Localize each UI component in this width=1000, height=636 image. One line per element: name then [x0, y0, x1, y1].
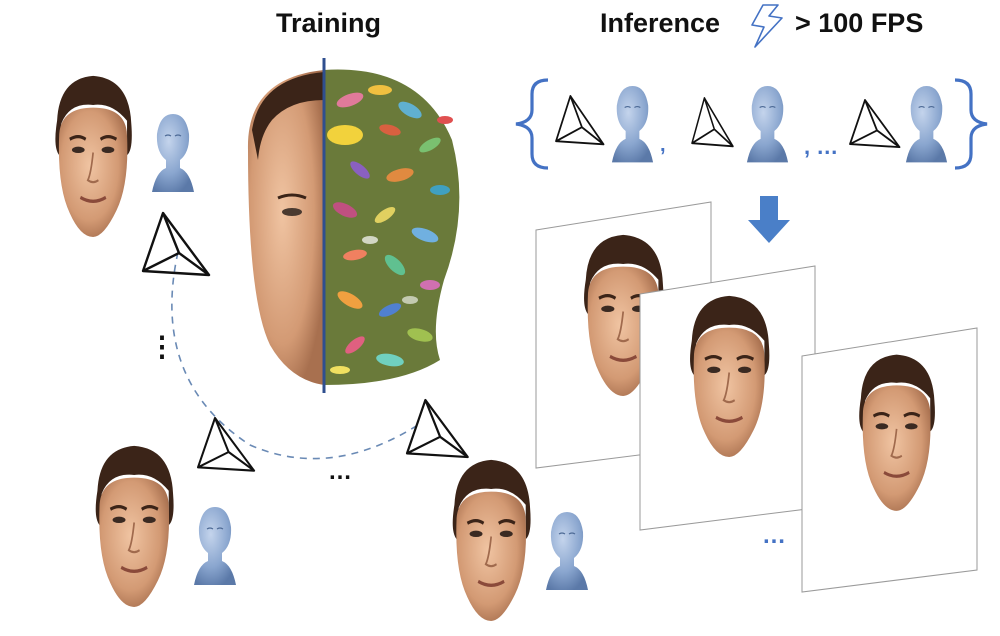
inference-frames-ellipsis: …: [762, 522, 786, 549]
face-image: [94, 444, 176, 609]
inference-camera-pair-3: [849, 85, 948, 163]
rendered-frame-2: [639, 265, 816, 531]
central-head-reconstruction: [247, 58, 460, 393]
head-bust-icon: [193, 506, 237, 586]
fps-label: > 100 FPS: [795, 8, 924, 38]
training-bottom-ellipsis: …: [328, 458, 352, 485]
lightning-icon: [751, 4, 783, 48]
gaussian-splat-half: [324, 69, 460, 385]
camera-icon: [196, 416, 256, 472]
face-image: [53, 74, 134, 239]
camera-icon: [405, 398, 469, 459]
head-bust-icon: [545, 511, 589, 591]
right-curly-bracket: [954, 78, 988, 170]
training-title: Training: [276, 8, 382, 38]
rendered-frame-3: [801, 327, 978, 593]
camera-icon: [555, 95, 605, 146]
face-image: [451, 458, 533, 623]
head-bust-icon: [746, 85, 789, 163]
training-left-ellipsis: ⋮: [148, 331, 176, 362]
head-bust-icon: [151, 113, 195, 193]
photo-half: [247, 70, 324, 385]
camera-icon: [691, 97, 734, 148]
inference-title: Inference: [600, 8, 721, 38]
inference-row-comma: ,: [660, 134, 666, 156]
down-arrow-icon: [748, 196, 790, 243]
left-curly-bracket: [515, 78, 549, 170]
inference-row-ellipsis: , …: [804, 134, 839, 159]
head-bust-icon: [905, 85, 948, 163]
camera-icon: [849, 99, 901, 149]
head-bust-icon: [611, 85, 654, 163]
training-sample-bottom-left: [94, 416, 256, 609]
inference-camera-pair-2: [691, 85, 789, 163]
inference-camera-pair-1: [555, 85, 654, 163]
training-sample-top-left: [53, 74, 211, 277]
camera-orbit-path: [171, 251, 419, 460]
splat-ellipses: [327, 85, 453, 374]
